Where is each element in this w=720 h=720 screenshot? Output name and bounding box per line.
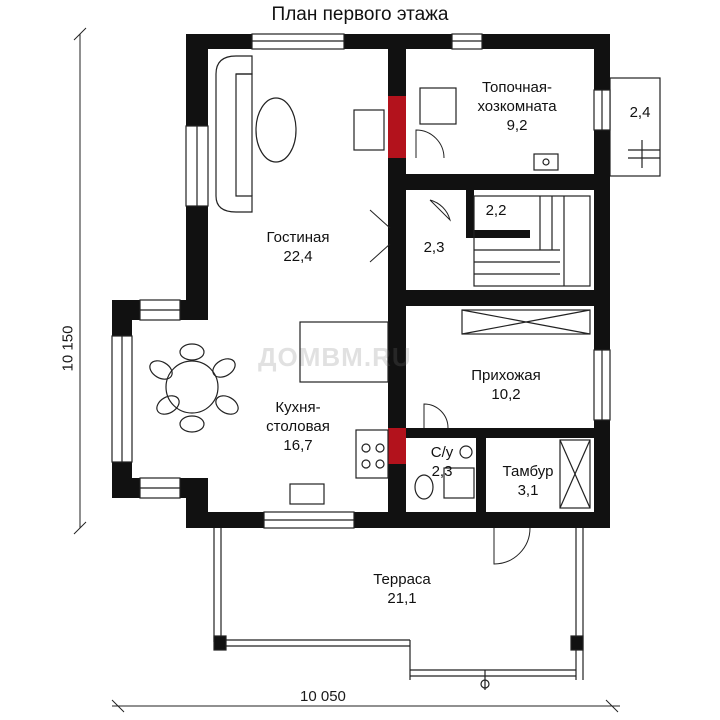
room-bath: С/у 2,3 [418, 443, 466, 481]
dimension-lines [73, 27, 620, 713]
room-boiler-name-2: хозкомната [477, 98, 557, 115]
room-stair-area: 2,2 [485, 202, 507, 219]
room-kitchen-name-1: Кухня- [275, 399, 321, 416]
room-boiler-area: 9,2 [506, 117, 528, 134]
doors [369, 129, 531, 565]
dimension-height: 10 150 [59, 325, 77, 372]
room-boiler: Топочная- хозкомната 9,2 [452, 78, 582, 135]
room-hall-area: 10,2 [491, 386, 521, 403]
room-boiler-name-1: Топочная- [481, 79, 553, 96]
room-bath-area: 2,3 [431, 463, 453, 480]
watermark: ДОМВМ.RU [258, 342, 412, 372]
room-terrace-name: Терраса [373, 571, 431, 588]
room-terrace: Терраса 21,1 [352, 570, 452, 608]
side-porch [609, 77, 661, 177]
furniture [149, 55, 591, 509]
plan-title: План первого этажа [271, 4, 449, 25]
room-closet: 2,3 [412, 238, 456, 257]
room-living-area: 22,4 [283, 248, 313, 265]
room-bath-name: С/у [430, 444, 454, 461]
room-vestibule: Тамбур 3,1 [488, 462, 568, 500]
room-vestibule-area: 3,1 [517, 482, 539, 499]
windows [111, 33, 611, 529]
room-porch-small-area: 2,4 [629, 104, 651, 121]
dimension-width: 10 050 [300, 688, 346, 705]
room-porch-small: 2,4 [618, 103, 662, 122]
room-terrace-area: 21,1 [387, 590, 417, 607]
room-living-name: Гостиная [266, 229, 330, 246]
room-kitchen: Кухня- столовая 16,7 [244, 398, 352, 455]
room-closet-area: 2,3 [423, 239, 445, 256]
room-living: Гостиная 22,4 [236, 228, 360, 266]
room-kitchen-name-2: столовая [266, 418, 330, 435]
room-vestibule-name: Тамбур [502, 463, 554, 480]
chimney [388, 96, 406, 464]
partitions [406, 174, 594, 512]
terrace [213, 528, 584, 690]
room-kitchen-area: 16,7 [283, 437, 313, 454]
room-hall-name: Прихожая [471, 367, 541, 384]
room-stair: 2,2 [474, 201, 518, 220]
room-hall: Прихожая 10,2 [446, 366, 566, 404]
